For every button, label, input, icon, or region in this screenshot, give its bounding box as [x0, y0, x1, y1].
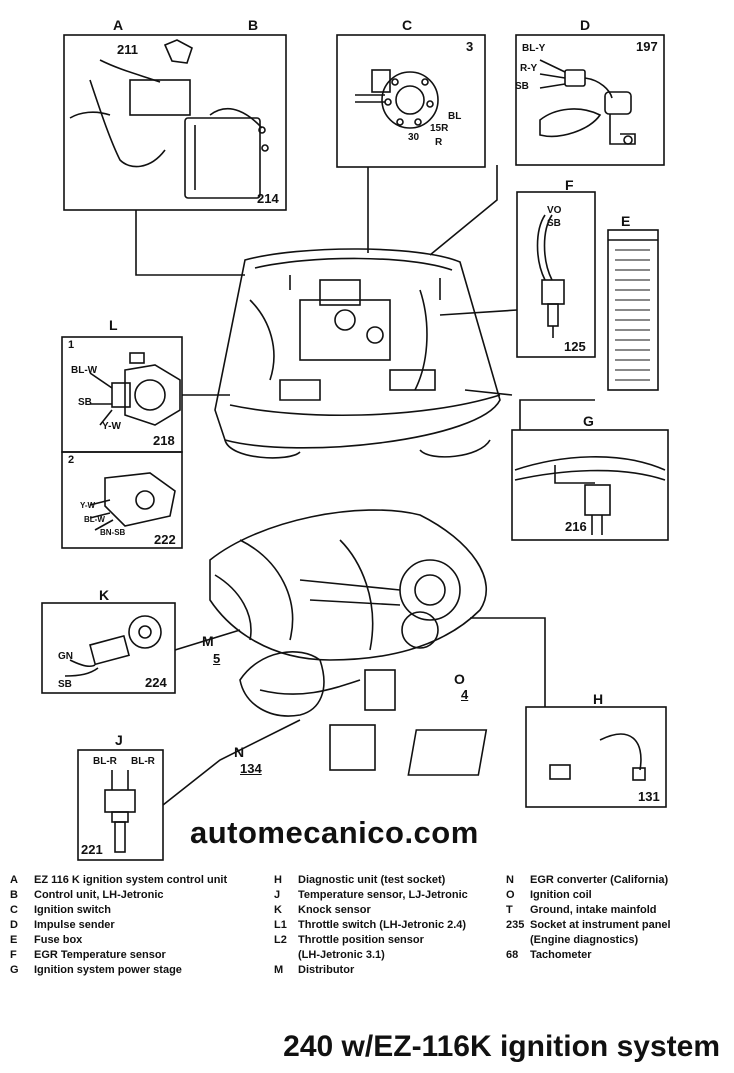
- panel-h: [525, 706, 667, 808]
- wire-c-15r: 15R: [430, 123, 449, 134]
- callout-g: G: [583, 413, 594, 429]
- legend-item: (Engine diagnostics): [530, 934, 639, 946]
- wire-f-sb: SB: [547, 218, 561, 229]
- panel-f: [516, 191, 596, 358]
- wire-l2-blw: BL-W: [84, 515, 105, 524]
- ref-224: 224: [145, 675, 167, 690]
- callout-b: B: [248, 17, 259, 33]
- ref-125: 125: [564, 339, 586, 354]
- wire-l1-yw: Y-W: [102, 421, 121, 432]
- watermark-text: automecanico.com: [190, 815, 479, 850]
- callout-n: N: [234, 744, 245, 760]
- callout-l: L: [109, 317, 118, 333]
- panel-l2: [61, 451, 183, 549]
- wire-l1-sb: SB: [78, 397, 92, 408]
- callout-e: E: [621, 213, 631, 229]
- ref-5: 5: [213, 651, 221, 666]
- panel-c: [336, 34, 486, 168]
- ref-216: 216: [565, 519, 587, 534]
- wire-d-ry: R-Y: [520, 63, 538, 74]
- wire-c-bl: BL: [448, 111, 462, 122]
- wire-f-vo: VO: [547, 205, 562, 216]
- wire-l1-blw: BL-W: [71, 365, 98, 376]
- callout-m: M: [202, 633, 214, 649]
- ref-131: 131: [638, 789, 660, 804]
- wire-c-30: 30: [408, 132, 420, 143]
- ref-218: 218: [153, 433, 175, 448]
- callout-h: H: [593, 691, 604, 707]
- ref-134: 134: [240, 761, 262, 776]
- panel-a-b: [63, 34, 287, 211]
- wire-j-blr-1: BL-R: [93, 756, 117, 767]
- ref-214: 214: [257, 191, 279, 206]
- wire-c-r: R: [435, 137, 443, 148]
- callout-d: D: [580, 17, 591, 33]
- ref-197: 197: [636, 39, 658, 54]
- ref-221: 221: [81, 842, 103, 857]
- callout-j: J: [115, 732, 123, 748]
- ref-3: 3: [466, 39, 474, 54]
- callout-c: C: [402, 17, 413, 33]
- callout-k: K: [99, 587, 110, 603]
- callout-f: F: [565, 177, 574, 193]
- wire-d-bly: BL-Y: [522, 43, 546, 54]
- panel-k: [41, 602, 176, 694]
- ref-211: 211: [117, 42, 138, 57]
- ref-222: 222: [154, 532, 176, 547]
- callout-o: O: [454, 671, 465, 687]
- legend-item: (LH-Jetronic 3.1): [298, 949, 385, 961]
- sub-panel-2: 2: [68, 454, 75, 466]
- wire-k-gn: GN: [58, 651, 73, 662]
- panel-g: [511, 429, 669, 541]
- wire-l2-yw: Y-W: [80, 501, 96, 510]
- callout-a: A: [113, 17, 124, 33]
- panel-d: [515, 34, 665, 166]
- wire-d-sb: SB: [515, 81, 529, 92]
- wire-k-sb: SB: [58, 679, 72, 690]
- wire-l2-bnsb: BN-SB: [100, 528, 126, 537]
- page-title: 240 w/EZ-116K ignition system: [283, 1030, 720, 1063]
- ref-4: 4: [461, 687, 469, 702]
- wire-j-blr-2: BL-R: [131, 756, 155, 767]
- sub-panel-1: 1: [68, 339, 75, 351]
